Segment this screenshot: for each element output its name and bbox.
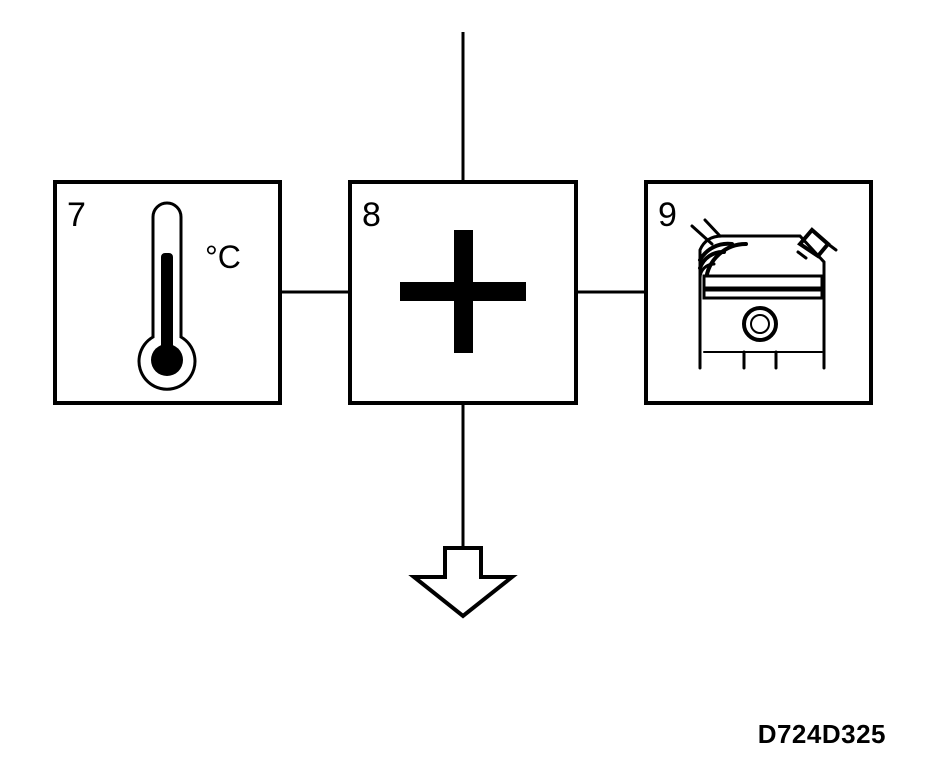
thermometer-icon bbox=[137, 201, 197, 391]
box-8-combine: 8 bbox=[348, 180, 578, 405]
box-7-temperature: 7 °C bbox=[53, 180, 282, 405]
box-8-number: 8 bbox=[362, 196, 381, 234]
plus-icon bbox=[400, 230, 526, 353]
output-arrow-icon bbox=[408, 546, 518, 619]
box-9-number: 9 bbox=[658, 196, 677, 234]
box-7-number: 7 bbox=[67, 196, 86, 234]
connectors bbox=[280, 32, 646, 548]
temperature-unit-label: °C bbox=[205, 239, 241, 275]
engine-cylinder-icon bbox=[690, 218, 838, 370]
reference-code: D724D325 bbox=[757, 719, 886, 749]
box-9-engine: 9 bbox=[644, 180, 873, 405]
